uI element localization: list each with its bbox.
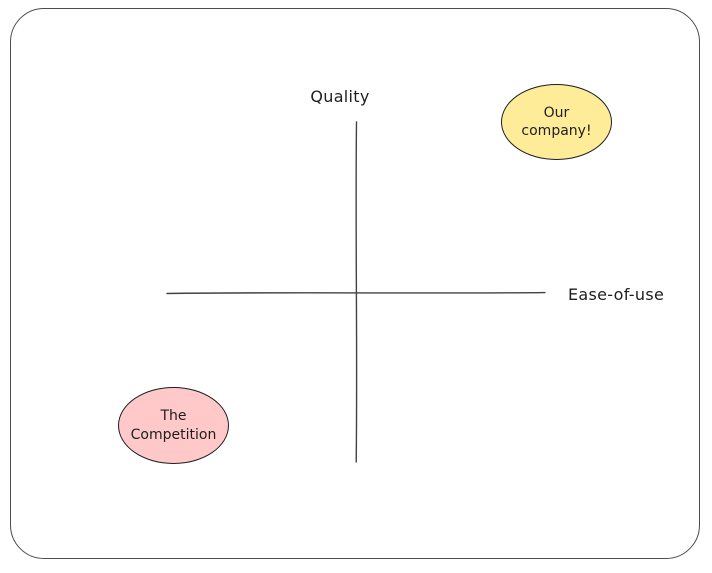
rounded-rectangle-frame[interactable]	[10, 8, 700, 559]
node-the-competition-label: The Competition	[130, 408, 217, 443]
horizontal-axis-label[interactable]: Ease-of-use	[568, 285, 665, 304]
vertical-axis-line[interactable]	[355, 121, 358, 463]
vertical-axis-label[interactable]: Quality	[310, 87, 370, 106]
horizontal-axis-line[interactable]	[166, 291, 546, 295]
node-our-company-label: Our company!	[521, 104, 592, 139]
node-the-competition-ellipse[interactable]: The Competition	[118, 387, 229, 464]
node-our-company-ellipse[interactable]: Our company!	[501, 84, 612, 160]
